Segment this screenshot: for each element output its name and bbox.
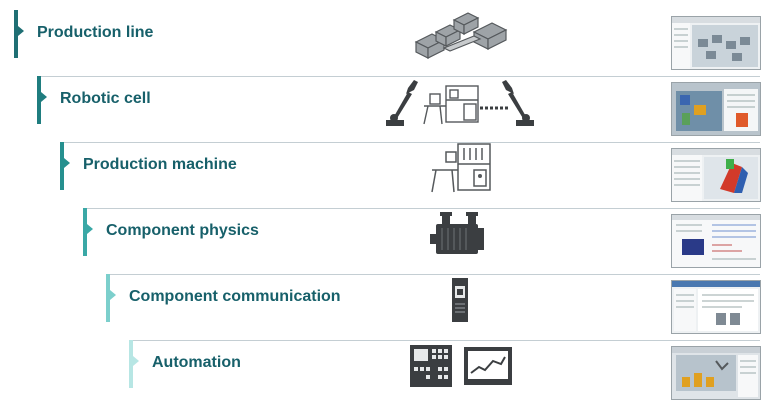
level-production-machine: Production machine [0, 142, 768, 209]
level-accent-bar [60, 142, 64, 190]
level-component-physics: Component physics [0, 208, 768, 275]
level-notch [110, 290, 116, 300]
level-label: Automation [152, 354, 241, 371]
level-divider [60, 142, 760, 143]
level-label: Production machine [83, 156, 237, 173]
component-physics-screenshot [671, 214, 761, 268]
automation-screenshot [671, 346, 761, 400]
level-divider [129, 340, 760, 341]
robotic-cell-screenshot [671, 82, 761, 136]
production-machine-icon [431, 143, 491, 193]
production-line-icon [414, 12, 508, 59]
level-robotic-cell: Robotic cell [0, 76, 768, 143]
level-accent-bar [37, 76, 41, 124]
production-line-screenshot [671, 16, 761, 70]
hmi-panel-icon [410, 345, 512, 387]
level-accent-bar [129, 340, 133, 388]
component-communication-screenshot [671, 280, 761, 334]
level-notch [87, 224, 93, 234]
robotic-cell-icon [386, 80, 534, 126]
level-notch [18, 26, 24, 36]
level-divider [83, 208, 760, 209]
motor-icon [430, 212, 484, 254]
level-label: Robotic cell [60, 90, 151, 107]
level-label: Component communication [129, 288, 341, 305]
level-accent-bar [14, 10, 18, 58]
level-production-line: Production line [0, 10, 768, 77]
level-divider [37, 76, 760, 77]
level-label: Production line [37, 24, 154, 41]
level-notch [133, 356, 139, 366]
level-divider [106, 274, 760, 275]
production-machine-screenshot [671, 148, 761, 202]
level-label: Component physics [106, 222, 259, 239]
level-accent-bar [83, 208, 87, 256]
level-automation: Automation [0, 340, 768, 406]
level-notch [64, 158, 70, 168]
controller-icon [452, 278, 468, 322]
level-accent-bar [106, 274, 110, 322]
level-component-communication: Component communication [0, 274, 768, 341]
level-notch [41, 92, 47, 102]
